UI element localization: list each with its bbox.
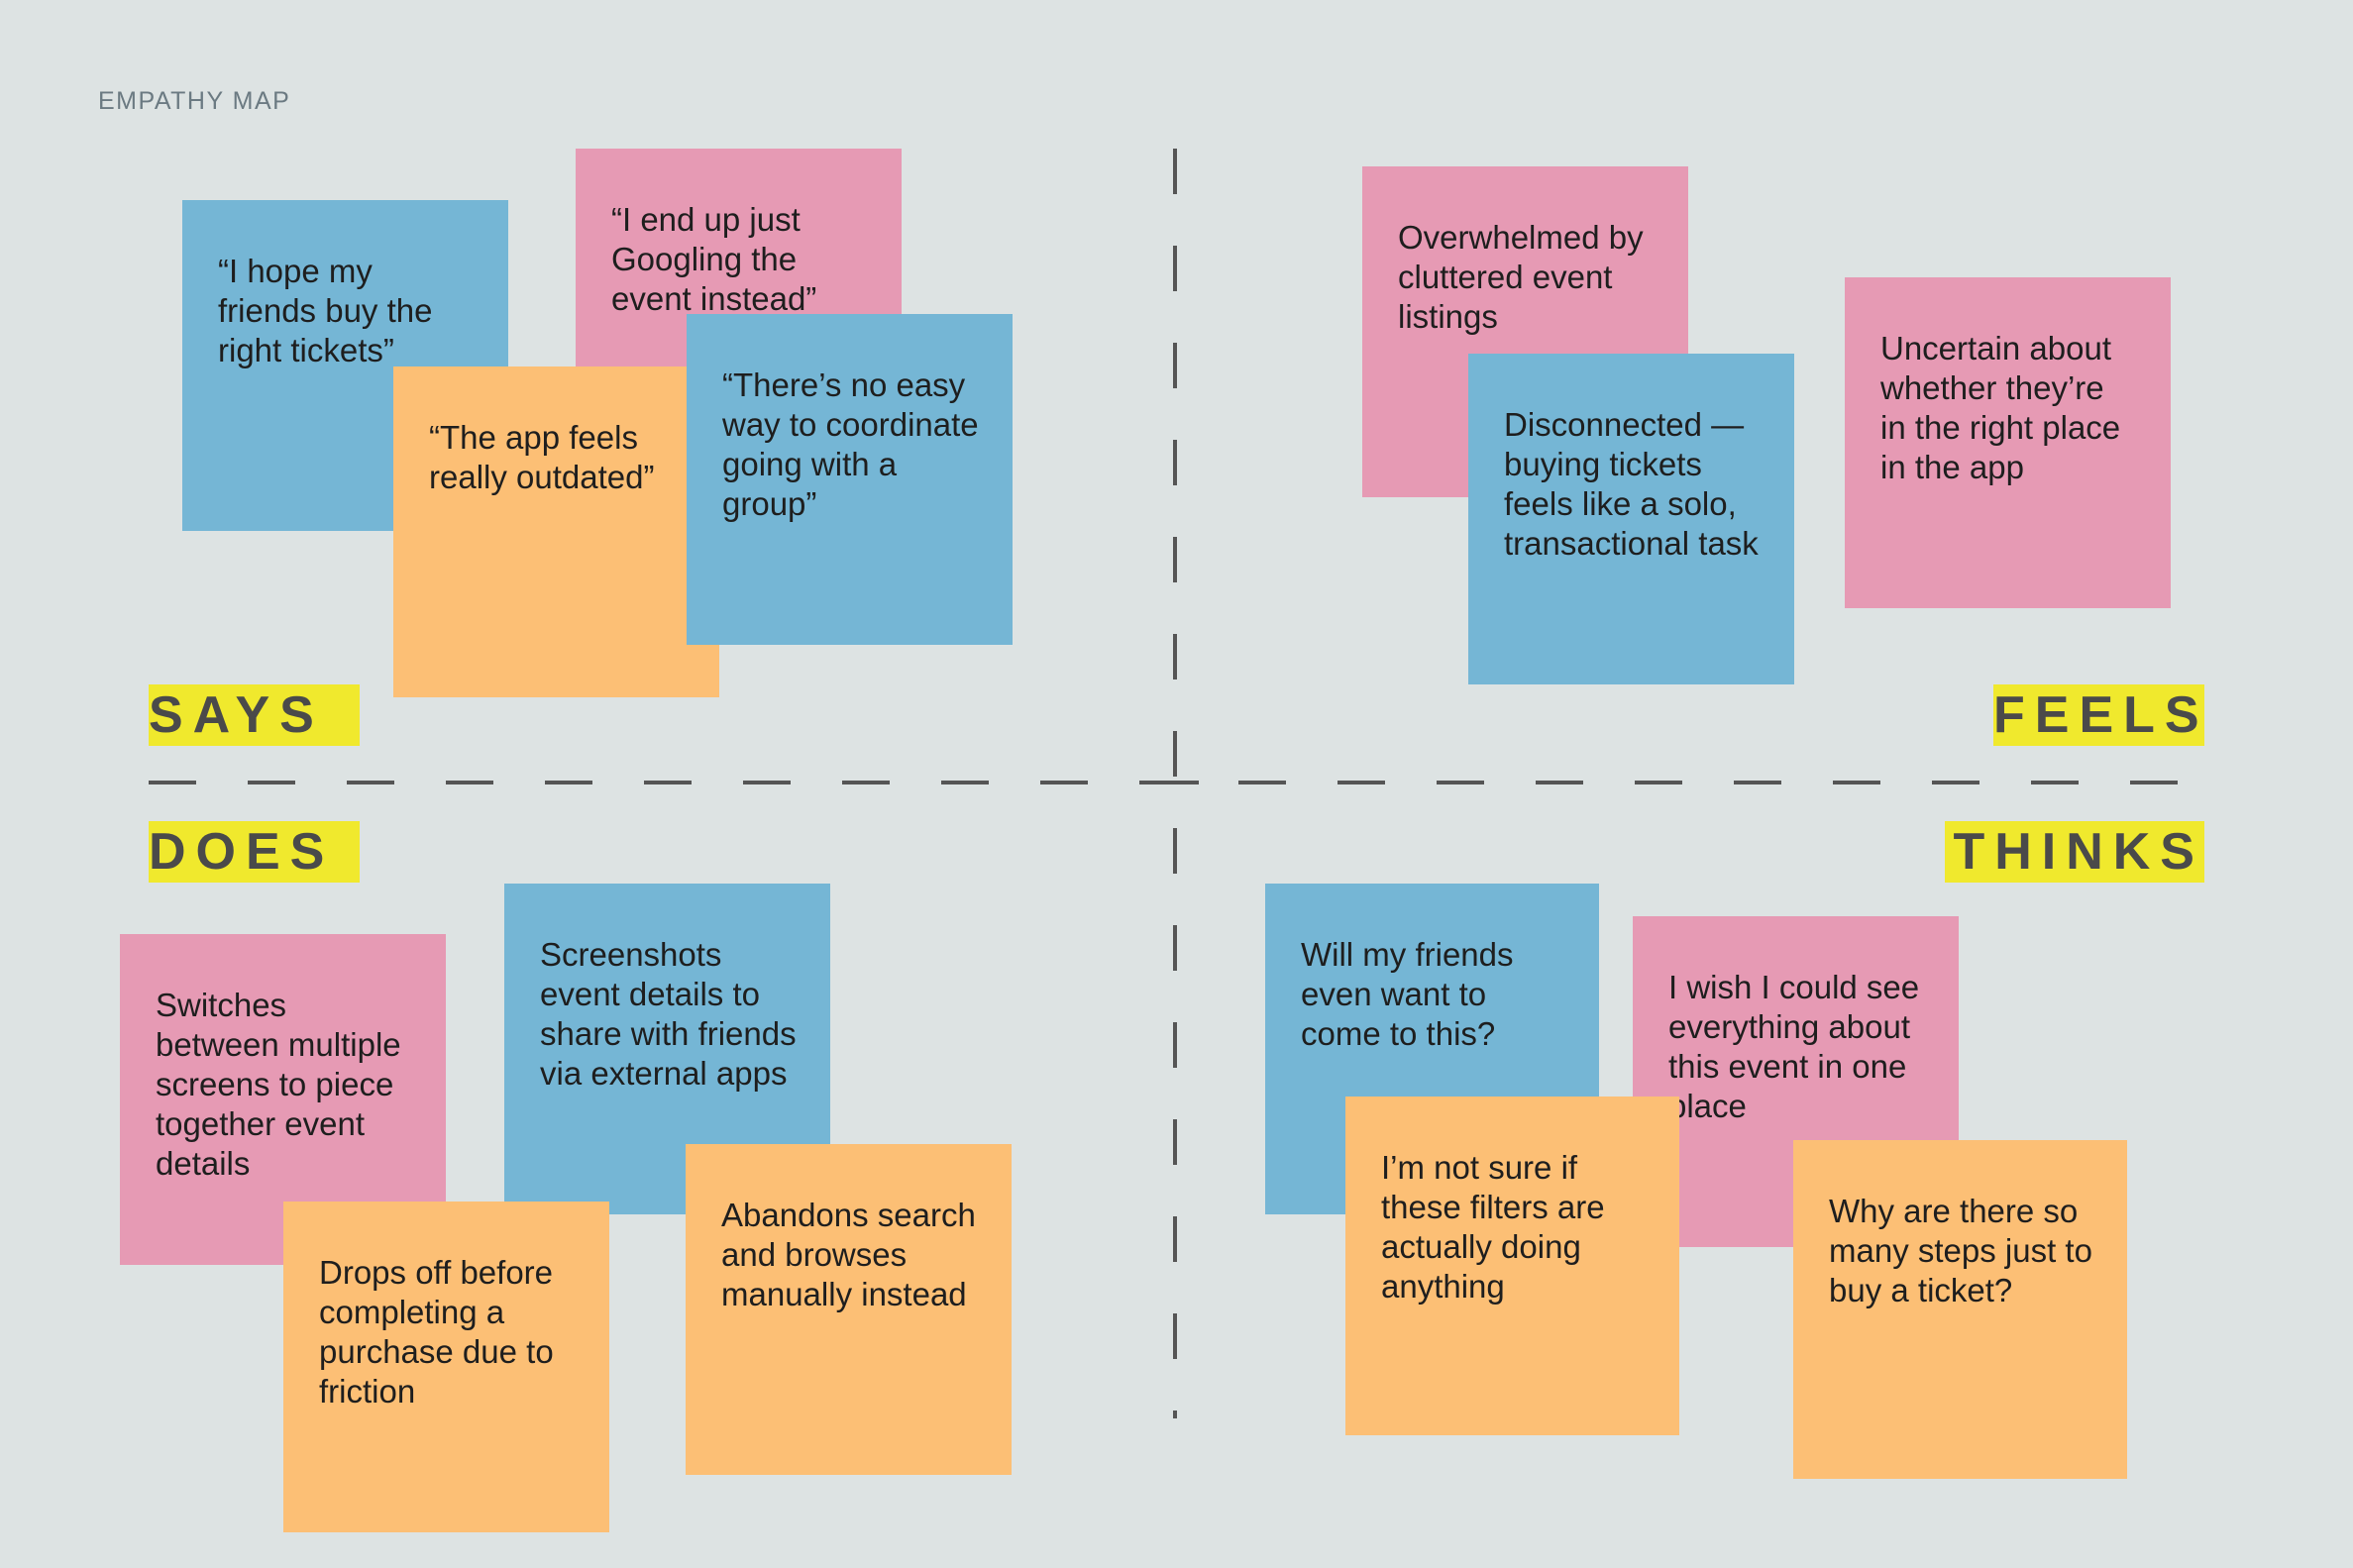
sticky-note-feels-2[interactable]: Disconnected — buying tickets feels like… [1468,354,1794,684]
sticky-note-does-2[interactable]: Screenshots event details to share with … [504,884,830,1214]
quadrant-label-thinks: THINKS [1945,821,2204,883]
sticky-note-does-1[interactable]: Switches between multiple screens to pie… [120,934,446,1265]
sticky-note-thinks-4[interactable]: Why are there so many steps just to buy … [1793,1140,2127,1479]
sticky-note-does-3[interactable]: Drops off before completing a purchase d… [283,1202,609,1532]
sticky-note-feels-3[interactable]: Uncertain about whether they’re in the r… [1845,277,2171,608]
quadrant-label-feels: FEELS [1993,684,2209,746]
sticky-note-says-3[interactable]: “The app feels really outdated” [393,366,719,697]
sticky-note-says-4[interactable]: “There’s no easy way to coordinate going… [687,314,1013,645]
sticky-note-says-1[interactable]: “I hope my friends buy the right tickets… [182,200,508,531]
page-title: EMPATHY MAP [98,87,291,115]
sticky-note-thinks-3[interactable]: I’m not sure if these filters are actual… [1345,1097,1679,1435]
quadrant-label-does: DOES [149,821,360,883]
sticky-note-does-4[interactable]: Abandons search and browses manually ins… [686,1144,1012,1475]
quadrant-label-says: SAYS [149,684,360,746]
